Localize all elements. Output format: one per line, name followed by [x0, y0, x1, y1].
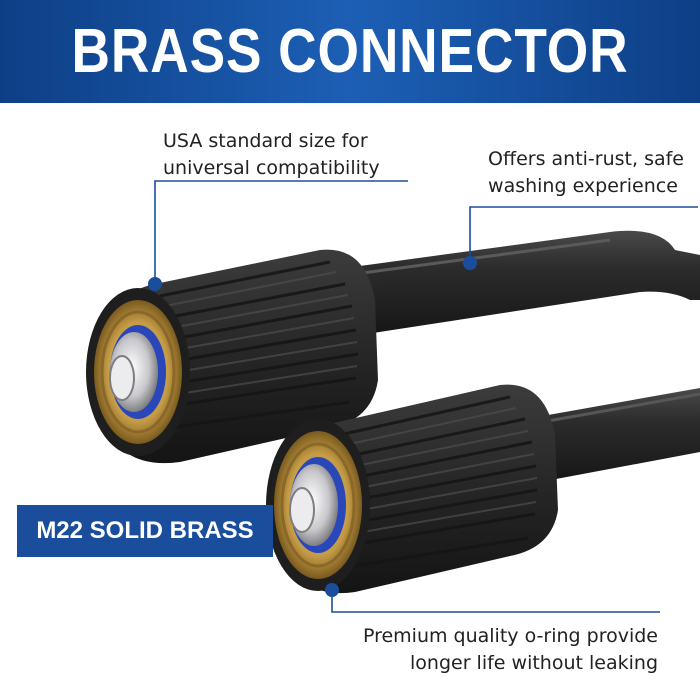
banner-title: BRASS CONNECTOR: [71, 17, 629, 86]
callout-size: USA standard size for universal compatib…: [163, 128, 380, 182]
lower-hose: [520, 388, 700, 482]
callout-oring: Premium quality o-ring provide longer li…: [363, 623, 658, 677]
callout-rust: Offers anti-rust, safe washing experienc…: [488, 146, 684, 200]
m22-badge: M22 SOLID BRASS: [17, 505, 273, 557]
title-banner: BRASS CONNECTOR: [0, 0, 700, 103]
callout-size-line2: universal compatibility: [163, 157, 380, 179]
callout-dot-rust: [463, 256, 477, 270]
callout-dot-size: [148, 277, 162, 291]
callout-rust-line1: Offers anti-rust, safe: [488, 148, 684, 170]
callout-rust-line2: washing experience: [488, 175, 678, 197]
callout-oring-line2: longer life without leaking: [410, 652, 658, 674]
lower-connector: [266, 384, 558, 594]
callout-lines: [154, 180, 698, 613]
callout-dot-oring: [325, 583, 339, 597]
callout-oring-line1: Premium quality o-ring provide: [362, 625, 658, 647]
upper-hose: [330, 230, 700, 335]
callout-size-line1: USA standard size for: [163, 130, 368, 152]
upper-connector: [86, 249, 378, 464]
